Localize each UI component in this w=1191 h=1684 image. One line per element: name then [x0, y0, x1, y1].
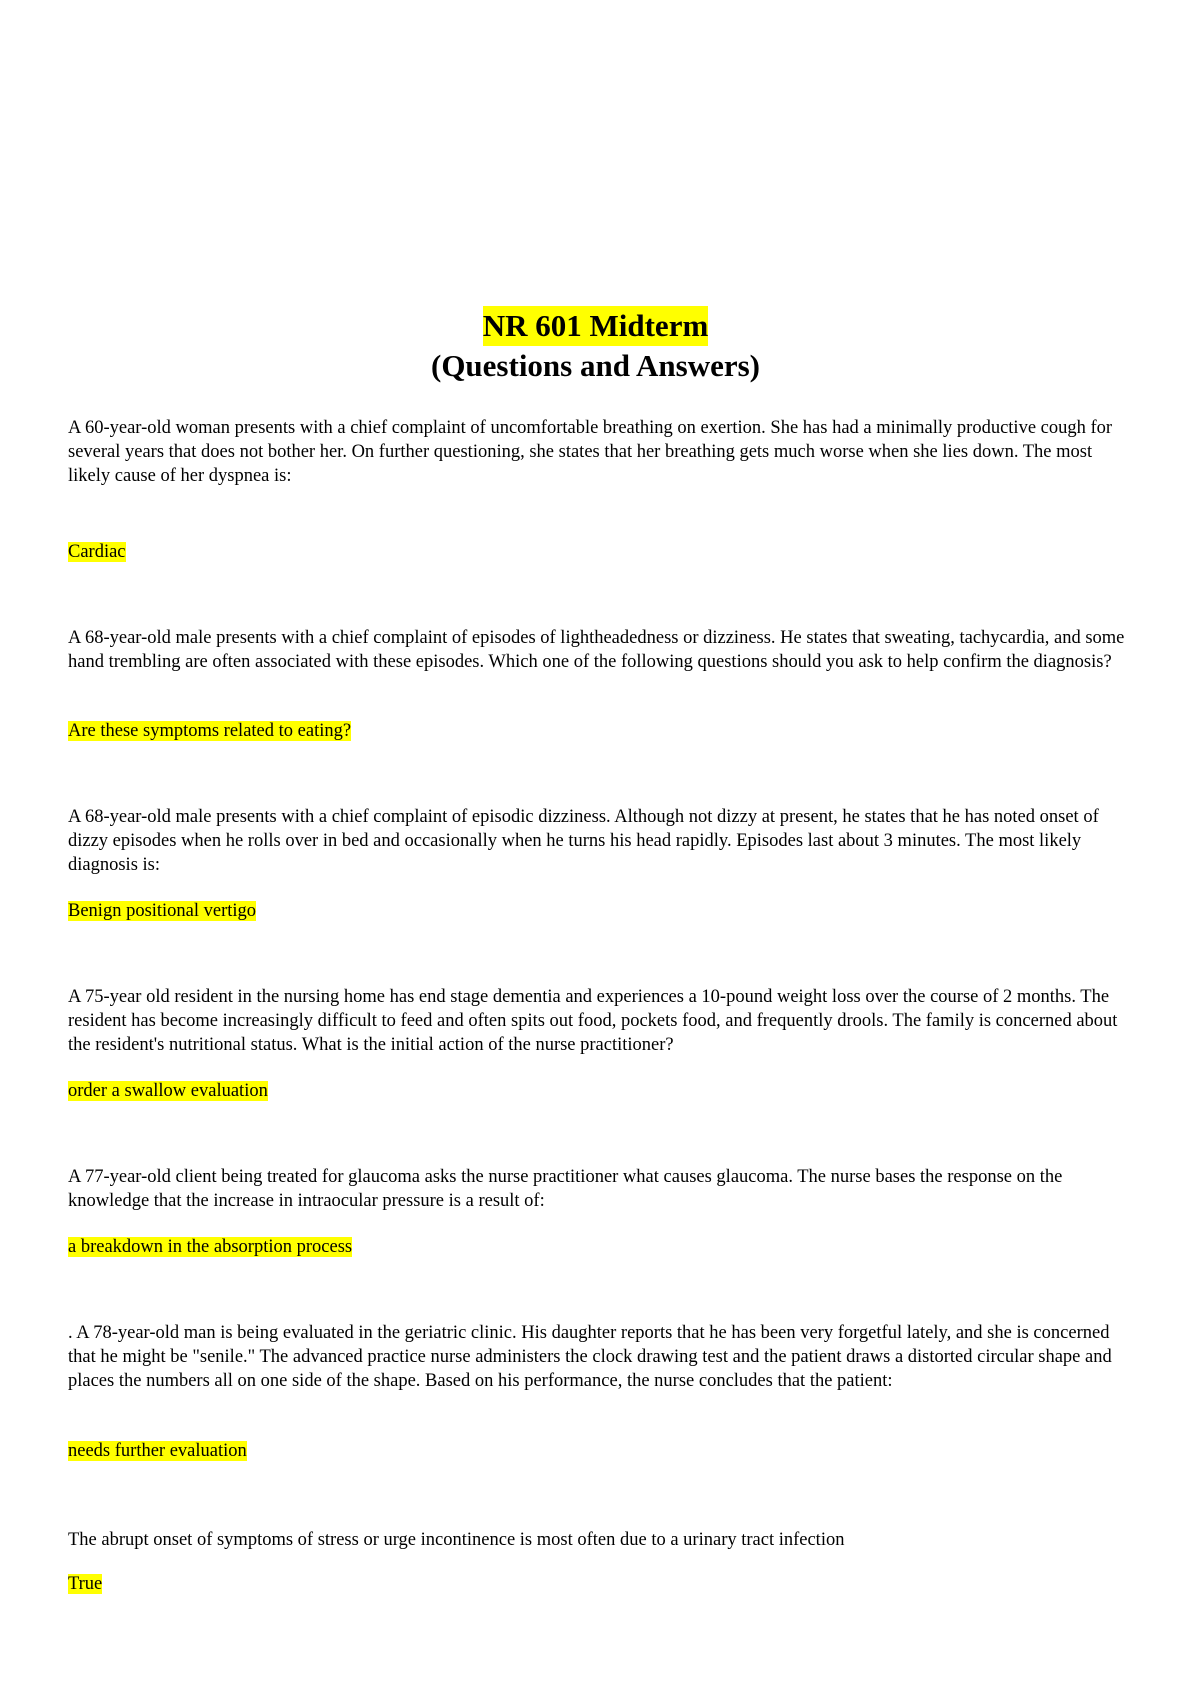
answer-highlight: Are these symptoms related to eating?: [68, 721, 352, 741]
answer-highlight: a breakdown in the absorption process: [68, 1237, 353, 1257]
question-item: A 60-year-old woman presents with a chie…: [68, 416, 1126, 488]
document-title: NR 601 Midterm: [482, 306, 709, 346]
answer-highlight: True: [68, 1574, 103, 1594]
answer-text: True: [68, 1573, 103, 1595]
question-item: A 68-year-old male presents with a chief…: [68, 626, 1126, 674]
question-item: The abrupt onset of symptoms of stress o…: [68, 1528, 1126, 1552]
answer-text: Are these symptoms related to eating?: [68, 720, 352, 742]
answer-text: needs further evaluation: [68, 1440, 247, 1462]
answer-text: a breakdown in the absorption process: [68, 1236, 353, 1258]
question-text: A 68-year-old male presents with a chief…: [68, 807, 1099, 875]
question-text: A 68-year-old male presents with a chief…: [68, 628, 1125, 672]
question-text: The abrupt onset of symptoms of stress o…: [68, 1530, 845, 1550]
question-item: . A 78-year-old man is being evaluated i…: [68, 1321, 1126, 1393]
document-subtitle: (Questions and Answers): [431, 348, 760, 383]
question-text: A 75-year old resident in the nursing ho…: [68, 987, 1118, 1055]
question-text: A 77-year-old client being treated for g…: [68, 1167, 1063, 1211]
question-text: A 60-year-old woman presents with a chie…: [68, 418, 1113, 486]
answer-text: Cardiac: [68, 541, 126, 563]
answer-highlight: Benign positional vertigo: [68, 901, 257, 921]
answer-text: order a swallow evaluation: [68, 1080, 268, 1102]
question-item: A 68-year-old male presents with a chief…: [68, 805, 1126, 877]
question-item: A 75-year old resident in the nursing ho…: [68, 985, 1126, 1057]
question-item: A 77-year-old client being treated for g…: [68, 1165, 1126, 1213]
question-text: . A 78-year-old man is being evaluated i…: [68, 1323, 1112, 1391]
answer-text: Benign positional vertigo: [68, 900, 257, 922]
document-header: NR 601 Midterm (Questions and Answers): [0, 306, 1191, 386]
answer-highlight: order a swallow evaluation: [68, 1081, 268, 1101]
answer-highlight: Cardiac: [68, 542, 126, 562]
answer-highlight: needs further evaluation: [68, 1441, 247, 1461]
